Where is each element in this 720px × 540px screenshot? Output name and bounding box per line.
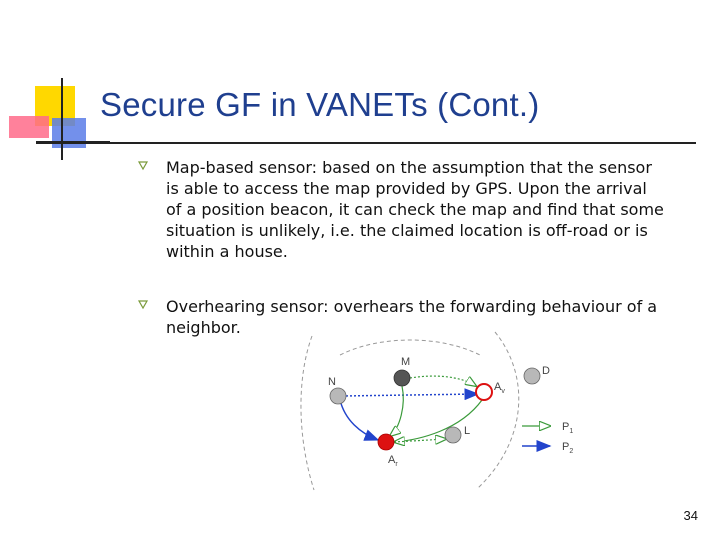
bullet-marker-icon [137, 300, 149, 310]
range-arc-top [339, 339, 481, 356]
path-p2-n-to-ar [339, 399, 380, 441]
title-underline [36, 142, 696, 144]
label-m: M [401, 356, 410, 368]
bullet-overhearing-sensor: Overhearing sensor: overhears the forwar… [137, 296, 666, 338]
node-d [523, 367, 541, 385]
page-number: 34 [683, 508, 698, 523]
range-arc-right [477, 331, 520, 489]
path-p1-m-to-ar [390, 385, 404, 436]
bullet-marker-icon [137, 161, 149, 171]
bullet-text: Map-based sensor: based on the assumptio… [166, 158, 664, 261]
legend-p1: P1 [562, 421, 573, 435]
path-p1-ar-to-l [393, 439, 446, 442]
slide-title: Secure GF in VANETs (Cont.) [100, 86, 540, 123]
node-m [393, 369, 411, 387]
path-p1-m-to-av [409, 375, 476, 386]
title-decoration [9, 78, 110, 160]
label-n: N [328, 376, 336, 388]
label-av: Av [494, 381, 505, 395]
node-l [444, 426, 462, 444]
forwarding-diagram: N M D L Av Ar P1 P2 [300, 331, 573, 491]
node-av [475, 383, 493, 401]
label-l: L [464, 425, 470, 437]
bullet-map-based-sensor: Map-based sensor: based on the assumptio… [137, 157, 666, 262]
label-d: D [542, 365, 550, 377]
node-ar [377, 433, 395, 451]
bullet-text: Overhearing sensor: overhears the forwar… [166, 297, 658, 337]
legend: P1 P2 [522, 421, 573, 455]
range-arc-left [300, 335, 315, 491]
path-p2-n-to-av [341, 388, 480, 401]
legend-p2: P2 [562, 441, 573, 455]
label-ar: Ar [388, 454, 398, 468]
node-n [329, 387, 347, 405]
